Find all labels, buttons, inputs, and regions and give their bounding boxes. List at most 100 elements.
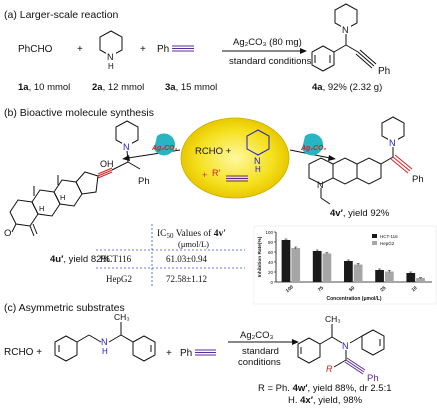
section-a: (a) Larger-scale reaction PhCHO + N H + … bbox=[4, 3, 390, 93]
chart-x-tick-label: 10 bbox=[411, 285, 419, 293]
product-c-ph: Ph bbox=[367, 373, 379, 384]
ic50-header: IC50 Values of 4v′ bbox=[157, 228, 226, 240]
piperidine-h: H bbox=[108, 62, 114, 71]
chart-y-tick-label: 20 bbox=[268, 270, 274, 275]
label-2a: 2a, 12 mmol bbox=[92, 82, 144, 93]
chart-x-axis-label: Concentration (μmol/L) bbox=[327, 296, 382, 302]
chart-legend-swatch bbox=[372, 234, 377, 238]
alkyne-c-ph: Ph bbox=[180, 348, 192, 359]
center-n: N bbox=[254, 156, 261, 166]
chart-bar bbox=[406, 273, 416, 282]
chart-x-tick-label: 100 bbox=[285, 284, 295, 294]
phenylacetylene-ph: Ph bbox=[157, 44, 169, 55]
arrow-head-left-b bbox=[122, 155, 130, 161]
center-rcho: RCHO + bbox=[195, 146, 232, 157]
ic50-row-hepg2-value: 72.58±1.12 bbox=[166, 274, 207, 284]
chart-bar bbox=[344, 261, 353, 282]
piperidine-n: N bbox=[107, 52, 114, 62]
alkyne-c-bond bbox=[195, 349, 216, 356]
product-4u-label: 4u′, yield 82% bbox=[50, 254, 110, 265]
chart-legend-label: HCT-116 bbox=[380, 234, 398, 239]
catalyst-blob-right bbox=[302, 133, 324, 156]
chiral-amine-structure bbox=[54, 322, 156, 362]
section-b-title: (b) Bioactive molecule synthesis bbox=[4, 107, 154, 119]
ic50-unit: (μmol/L) bbox=[178, 239, 209, 249]
catalyst-left: Ag₂CO₃ bbox=[151, 145, 178, 152]
result-4w: R = Ph. 4w′, yield 88%, dr 2.5:1 bbox=[258, 383, 392, 394]
ic50-row-hepg2-cell: HepG2 bbox=[106, 274, 132, 284]
product-4a-n-mask bbox=[341, 25, 351, 34]
svg-text:2a, 12 mmol: 2a, 12 mmol bbox=[92, 82, 144, 93]
section-c: (c) Asymmetric substrates RCHO + N H CH₃… bbox=[4, 302, 392, 406]
chart-legend-label: HepG2 bbox=[380, 241, 395, 246]
chart-bar bbox=[353, 264, 363, 282]
chart-y-tick-label: 60 bbox=[268, 250, 274, 255]
product-4v-ph: Ph bbox=[412, 174, 424, 185]
svg-text:1a, 10 mmol: 1a, 10 mmol bbox=[18, 82, 70, 93]
chart-bar bbox=[384, 271, 394, 282]
ic50-table: IC50 Values of 4v′ (μmol/L) HCT116 61.03… bbox=[96, 224, 245, 286]
chart-bar bbox=[375, 270, 384, 282]
label-1a: 1a, 10 mmol bbox=[18, 82, 70, 93]
chart-bar bbox=[322, 253, 332, 282]
plus-c: + bbox=[166, 348, 172, 359]
arrow-head-a bbox=[300, 48, 307, 54]
section-b: (b) Bioactive molecule synthesis RCHO + … bbox=[4, 107, 437, 305]
center-alkyne bbox=[226, 175, 248, 182]
center-plus: + bbox=[202, 170, 207, 180]
ic50-row-hct116-value: 61.03±0.94 bbox=[166, 254, 207, 264]
label-3a: 3a, 15 mmol bbox=[165, 82, 217, 93]
section-c-title: (c) Asymmetric substrates bbox=[4, 302, 125, 314]
catalyst-right: Ag₂CO₃ bbox=[300, 145, 327, 152]
rcho-c: RCHO + bbox=[4, 347, 42, 358]
chart-legend-swatch bbox=[372, 241, 377, 245]
benzaldehyde-label: PhCHO bbox=[18, 44, 53, 55]
product-4v-n2: N bbox=[317, 180, 324, 190]
arrow-head-c bbox=[292, 339, 299, 345]
piperidine-n-mask bbox=[106, 52, 116, 61]
center-reactants-bubble bbox=[180, 117, 290, 199]
product-c-ch3: CH₃ bbox=[325, 314, 341, 324]
product-c-n: N bbox=[342, 341, 349, 351]
product-4u-n: N bbox=[123, 142, 130, 152]
chart-x-tick-label: 75 bbox=[317, 285, 325, 293]
product-c-r: R bbox=[326, 364, 333, 374]
center-h: H bbox=[255, 165, 261, 174]
chart-y-tick-label: 0 bbox=[270, 280, 273, 285]
cond2-c: conditions bbox=[238, 357, 281, 368]
chart-bar bbox=[312, 251, 322, 282]
product-4a-structure bbox=[311, 3, 377, 72]
chart-bar bbox=[416, 278, 425, 282]
product-4u-oh: OH bbox=[100, 159, 114, 169]
chart-y-axis-label: Inhibition Rate(%) bbox=[257, 236, 263, 277]
amine-c-n: N bbox=[101, 337, 108, 347]
conditions-a: standard conditions bbox=[229, 56, 312, 67]
product-4v-structure bbox=[308, 116, 413, 205]
product-4v-n: N bbox=[389, 138, 396, 148]
product-4u-ph: Ph bbox=[138, 176, 150, 187]
product-4u-h1: H bbox=[60, 193, 65, 202]
center-r: R′ bbox=[212, 168, 220, 178]
svg-text:3a, 15 mmol: 3a, 15 mmol bbox=[165, 82, 217, 93]
product-4u-structure bbox=[9, 120, 141, 237]
product-4a-n: N bbox=[342, 25, 349, 35]
chart-bar bbox=[281, 240, 291, 282]
reagent-c: Ag₂CO₃ bbox=[240, 330, 274, 341]
product-4v-label: 4v′, yield 92% bbox=[330, 208, 390, 219]
chart-y-tick-label: 40 bbox=[268, 260, 274, 265]
amine-c-h: H bbox=[102, 347, 108, 356]
center-piperidine bbox=[246, 129, 270, 156]
amine-c-ch3: CH₃ bbox=[114, 312, 130, 322]
product-c-structure bbox=[297, 324, 385, 375]
alkyne-bond bbox=[172, 45, 194, 52]
chart-y-tick-label: 100 bbox=[265, 230, 273, 235]
chart-x-tick-label: 25 bbox=[379, 285, 387, 293]
section-a-title: (a) Larger-scale reaction bbox=[4, 9, 119, 21]
catalyst-blob-left bbox=[154, 133, 176, 156]
chart-x-tick-label: 50 bbox=[348, 285, 356, 293]
chart-y-tick-label: 80 bbox=[268, 240, 274, 245]
product-4a-ph: Ph bbox=[378, 66, 390, 77]
